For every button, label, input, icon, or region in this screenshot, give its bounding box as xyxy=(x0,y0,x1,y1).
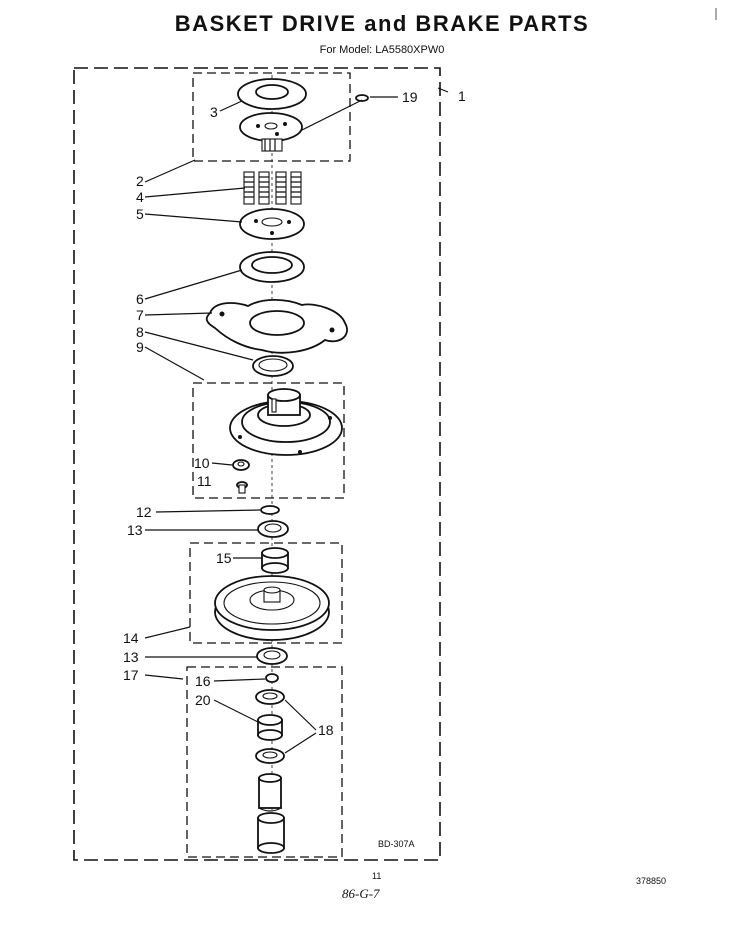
part-9-brake-housing xyxy=(229,388,343,456)
callout-19: 19 xyxy=(402,89,418,105)
callout-6: 6 xyxy=(136,291,144,307)
model-subtitle: For Model: LA5580XPW0 xyxy=(320,44,445,56)
part-2-hub-plate xyxy=(239,112,303,152)
callout-14: 14 xyxy=(123,630,139,646)
subassembly-box-2 xyxy=(192,72,351,162)
part-3-washer xyxy=(237,78,307,110)
part-6-lining xyxy=(239,251,305,283)
callout-18: 18 xyxy=(318,722,334,738)
page-number: 11 xyxy=(372,871,381,881)
part-18-washer-a xyxy=(255,689,285,705)
callout-labels: 1 19 3 2 4 5 6 7 8 9 10 11 12 13 15 14 1… xyxy=(123,88,466,738)
part-5-brake-disc xyxy=(239,208,305,240)
callout-3: 3 xyxy=(210,104,218,120)
assembly-frame xyxy=(73,67,441,861)
part-16-plug xyxy=(265,673,279,683)
callout-1: 1 xyxy=(458,88,466,104)
callout-12: 12 xyxy=(136,504,152,520)
part-7-bracket xyxy=(205,298,348,354)
diagram-code: BD-307A xyxy=(378,839,415,849)
part-20-bushing xyxy=(257,714,283,741)
lower-sleeve xyxy=(257,812,285,854)
callout-16: 16 xyxy=(195,673,211,689)
subassembly-box-17 xyxy=(186,666,343,858)
part-11-screw xyxy=(236,481,248,494)
page-title: BASKET DRIVE and BRAKE PARTS xyxy=(175,11,589,36)
part-10-nut xyxy=(232,459,250,471)
callout-11: 11 xyxy=(197,473,212,489)
leader-lines xyxy=(144,87,449,754)
subassembly-box-14 xyxy=(189,542,343,644)
part-4-springs xyxy=(243,171,302,205)
callout-13-upper: 13 xyxy=(127,522,143,538)
callout-7: 7 xyxy=(136,307,144,323)
doc-number: 378850 xyxy=(636,876,666,886)
part-15-bearing xyxy=(261,547,289,574)
part-12-snap-ring xyxy=(260,505,280,515)
callout-4: 4 xyxy=(136,189,144,205)
handwritten-note: 86-G-7 xyxy=(342,886,380,901)
callout-13-lower: 13 xyxy=(123,649,139,665)
lower-tube xyxy=(258,773,282,812)
part-14-pulley xyxy=(214,575,330,641)
callout-8: 8 xyxy=(136,324,144,340)
part-8-ring xyxy=(252,355,294,377)
callout-10: 10 xyxy=(194,455,210,471)
callout-9: 9 xyxy=(136,339,144,355)
callout-2: 2 xyxy=(136,173,144,189)
subassembly-box-9 xyxy=(192,382,345,499)
callout-20: 20 xyxy=(195,692,211,708)
callout-15: 15 xyxy=(216,550,232,566)
part-13-washer-lower xyxy=(256,647,288,665)
part-19-pin xyxy=(355,94,369,102)
callout-5: 5 xyxy=(136,206,144,222)
callout-17: 17 xyxy=(123,667,139,683)
part-18-washer-b xyxy=(255,748,285,764)
part-13-washer-upper xyxy=(257,520,289,538)
